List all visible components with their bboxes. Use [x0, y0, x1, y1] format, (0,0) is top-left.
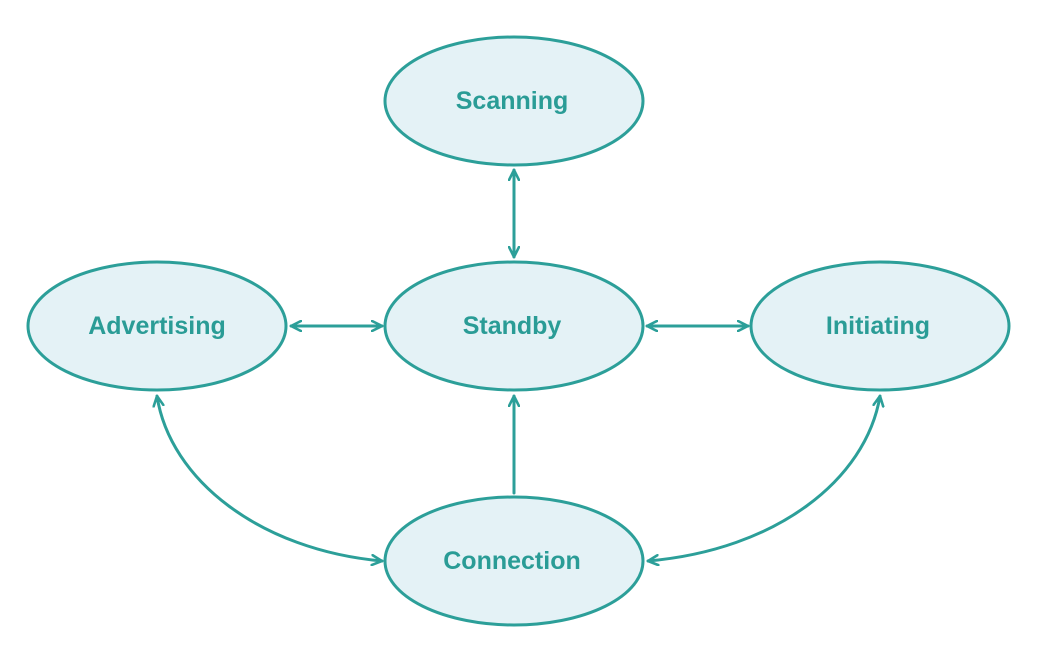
node-connection[interactable]: Connection: [383, 495, 645, 627]
node-initiating-label: Initiating: [826, 312, 930, 340]
node-advertising-shape: [26, 260, 288, 392]
node-advertising-label: Advertising: [88, 312, 226, 340]
node-initiating[interactable]: Initiating: [749, 260, 1011, 392]
edge-initiating-connection: [646, 394, 880, 561]
node-connection-shape: [383, 495, 645, 627]
node-advertising[interactable]: Advertising: [26, 260, 288, 392]
node-standby-shape: [383, 260, 645, 392]
node-scanning-label: Scanning: [456, 87, 569, 115]
node-connection-label: Connection: [443, 547, 581, 575]
node-scanning-shape: [383, 35, 645, 167]
node-standby-label: Standby: [463, 312, 562, 340]
node-scanning[interactable]: Scanning: [383, 35, 645, 167]
node-standby[interactable]: Standby: [383, 260, 645, 392]
node-initiating-shape: [749, 260, 1011, 392]
edge-advertising-connection: [157, 394, 384, 561]
